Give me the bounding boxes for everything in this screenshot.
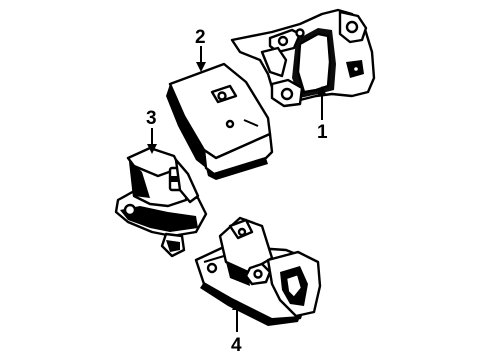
callout-1-arrowhead: [317, 86, 327, 96]
callout-2-arrowhead: [196, 62, 206, 72]
callout-4-arrowhead: [232, 300, 242, 310]
part-1-bracket[interactable]: [230, 8, 376, 108]
callout-3: 3: [146, 108, 157, 154]
callout-3-arrowhead: [147, 144, 157, 154]
callout-4: 4: [231, 300, 242, 356]
callout-label-3: 3: [146, 108, 157, 129]
callout-1: 1: [317, 86, 328, 143]
part-4-transmission-mount[interactable]: [194, 216, 322, 326]
callout-label-2: 2: [195, 27, 206, 48]
part-3-insulator[interactable]: [114, 146, 208, 258]
callout-2: 2: [195, 27, 206, 72]
callout-label-1: 1: [317, 122, 328, 143]
part-2-mount-pad[interactable]: [166, 62, 274, 180]
callout-label-4: 4: [231, 335, 242, 356]
